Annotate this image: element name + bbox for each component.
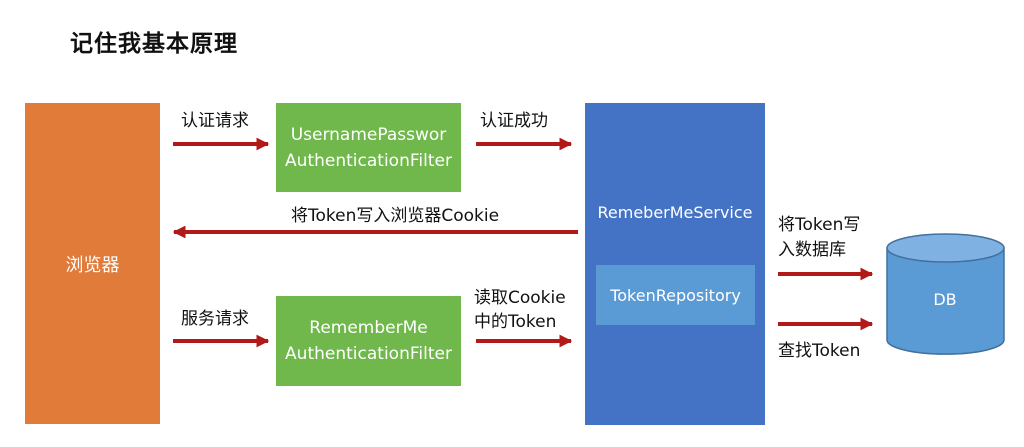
database-cylinder-icon — [886, 233, 1005, 355]
label-service-request: 服务请求 — [181, 309, 249, 329]
remember-me-service-node: RemeberMeService TokenRepository — [585, 103, 765, 425]
label-auth-success: 认证成功 — [480, 111, 548, 131]
db-label: DB — [933, 290, 957, 309]
label-auth-request: 认证请求 — [181, 111, 249, 131]
filter2-line2: AuthenticationFilter — [285, 344, 452, 364]
label-read-cookie-line1: 读取Cookie — [474, 288, 566, 308]
label-write-db-line2: 入数据库 — [778, 240, 846, 260]
filter2-line1: RememberMe — [309, 318, 428, 338]
filter1-line2: AuthenticationFilter — [285, 150, 452, 171]
filter1-line1: UsernamePasswor — [290, 124, 447, 145]
label-write-db-line1: 将Token写 — [778, 215, 861, 235]
browser-label: 浏览器 — [65, 254, 120, 276]
label-find-token: 查找Token — [778, 341, 861, 361]
label-read-cookie-line2: 中的Token — [474, 312, 557, 332]
repository-label: TokenRepository — [610, 285, 741, 305]
browser-node: 浏览器 — [25, 103, 160, 424]
rememberme-filter-node: RememberMe AuthenticationFilter — [276, 296, 461, 386]
label-write-cookie: 将Token写入浏览器Cookie — [291, 206, 500, 226]
service-label: RemeberMeService — [597, 203, 753, 222]
username-password-filter-node: UsernamePasswor AuthenticationFilter — [276, 103, 461, 192]
page-title: 记住我基本原理 — [70, 31, 238, 57]
token-repository-node: TokenRepository — [596, 265, 755, 325]
